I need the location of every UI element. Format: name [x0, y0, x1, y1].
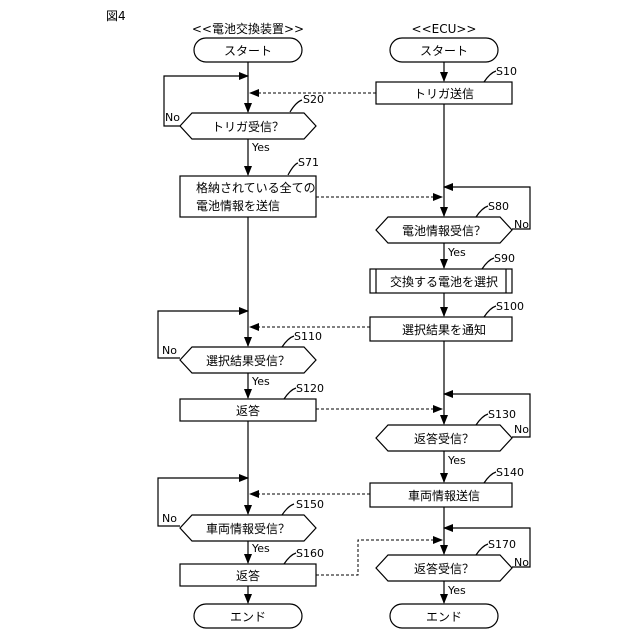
s100-process: 選択結果を通知	[370, 317, 512, 341]
s120-process: 返答	[180, 399, 316, 421]
svg-text:交換する電池を選択: 交換する電池を選択	[390, 274, 498, 289]
s20-no-label: No	[165, 111, 180, 124]
svg-text:トリガ受信？: トリガ受信？	[212, 120, 284, 134]
right-end-terminal: エンド	[390, 604, 498, 628]
s170-decision: 返答受信？	[376, 555, 512, 581]
left-start-terminal: スタート	[194, 38, 302, 62]
svg-text:スタート: スタート	[224, 44, 272, 58]
s110-step-label: S110	[294, 330, 322, 343]
svg-text:エンド: エンド	[230, 610, 266, 624]
s110-decision: 選択結果受信？	[180, 347, 316, 373]
s170-no-label: No	[514, 556, 529, 569]
s170-step-label: S170	[488, 538, 516, 551]
left-end-terminal: エンド	[194, 604, 302, 628]
s90-predefined-process: 交換する電池を選択	[370, 269, 512, 293]
s20-yes-label: Yes	[251, 141, 270, 154]
lane-header-left: <<電池交換装置>>	[192, 21, 304, 36]
lane-header-right: <<ECU>>	[412, 22, 477, 36]
s150-no-label: No	[162, 512, 177, 525]
s120-step-label: S120	[296, 382, 324, 395]
s10-step-label: S10	[496, 65, 517, 78]
s10-process: トリガ送信	[376, 82, 512, 104]
svg-text:電池情報受信？: 電池情報受信？	[402, 224, 486, 238]
svg-text:返答: 返答	[236, 403, 260, 418]
s71-process: 格納されている全ての 電池情報を送信	[180, 176, 316, 217]
s150-decision: 車両情報受信？	[180, 515, 316, 541]
s130-no-label: No	[514, 423, 529, 436]
s71-step-label: S71	[298, 156, 319, 169]
s170-yes-label: Yes	[447, 584, 466, 597]
s150-yes-label: Yes	[251, 542, 270, 555]
svg-text:返答: 返答	[236, 568, 260, 583]
s80-yes-label: Yes	[447, 246, 466, 259]
s110-no-label: No	[162, 344, 177, 357]
s130-yes-label: Yes	[447, 454, 466, 467]
svg-text:スタート: スタート	[420, 44, 468, 58]
svg-text:返答受信？: 返答受信？	[414, 561, 474, 576]
svg-text:返答受信？: 返答受信？	[414, 431, 474, 446]
svg-text:選択結果を通知: 選択結果を通知	[402, 323, 486, 337]
s20-step-label: S20	[303, 93, 324, 106]
s80-no-label: No	[514, 218, 529, 231]
s20-decision: トリガ受信？	[180, 113, 316, 139]
figure-label: 図4	[106, 9, 126, 23]
s100-step-label: S100	[496, 300, 524, 313]
s140-process: 車両情報送信	[370, 483, 512, 507]
right-start-terminal: スタート	[390, 38, 498, 62]
s130-decision: 返答受信？	[376, 425, 512, 451]
s150-step-label: S150	[296, 498, 324, 511]
svg-text:格納されている全ての: 格納されている全ての	[196, 180, 316, 195]
s110-yes-label: Yes	[251, 375, 270, 388]
s80-decision: 電池情報受信？	[376, 217, 512, 243]
s80-step-label: S80	[488, 200, 509, 213]
s90-step-label: S90	[494, 252, 515, 265]
svg-text:車両情報送信: 車両情報送信	[408, 488, 480, 503]
svg-text:電池情報を送信: 電池情報を送信	[196, 198, 280, 213]
s160-process: 返答	[180, 564, 316, 586]
svg-text:エンド: エンド	[426, 610, 462, 624]
svg-text:選択結果受信？: 選択結果受信？	[206, 354, 290, 368]
svg-text:車両情報受信？: 車両情報受信？	[206, 522, 290, 536]
s160-step-label: S160	[296, 547, 324, 560]
s130-step-label: S130	[488, 408, 516, 421]
svg-text:トリガ送信: トリガ送信	[414, 86, 474, 101]
s140-step-label: S140	[496, 466, 524, 479]
